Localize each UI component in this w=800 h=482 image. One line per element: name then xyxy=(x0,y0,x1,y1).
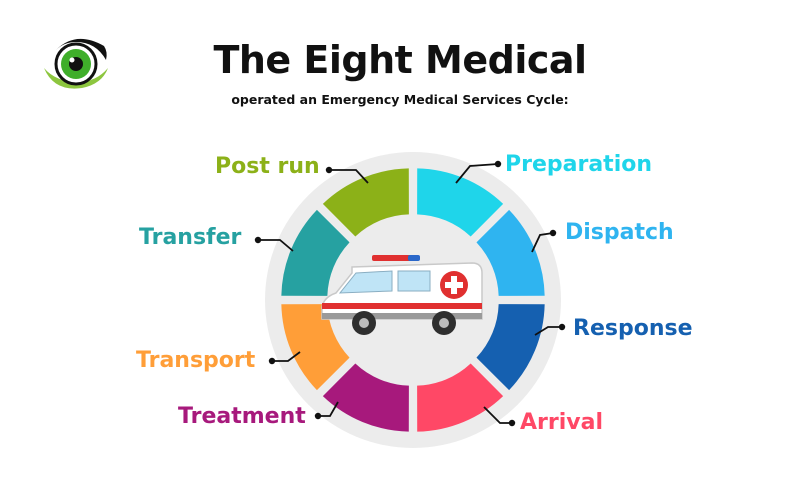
leader-dot-arrival xyxy=(508,419,516,427)
logo-brow xyxy=(56,38,107,60)
leader-dot-transport xyxy=(268,357,276,365)
ambulance-icon xyxy=(321,255,483,335)
leader-dot-preparation xyxy=(494,160,502,168)
page-title: The Eight Medical xyxy=(213,38,587,82)
wheel-segment-arrival xyxy=(417,363,504,432)
leader-dot-dispatch xyxy=(549,229,557,237)
leader-dot-response xyxy=(558,323,566,331)
stage-label-post-run: Post run xyxy=(215,154,320,179)
stage-label-transfer: Transfer xyxy=(139,225,242,250)
leader-dot-treatment xyxy=(314,412,322,420)
wheel-segments xyxy=(281,168,545,432)
leader-line-transport xyxy=(272,351,301,362)
wheel-segment-preparation xyxy=(417,168,504,237)
wheel-segment-dispatch xyxy=(476,209,545,296)
leader-line-post-run xyxy=(329,169,369,184)
page-subtitle: operated an Emergency Medical Services C… xyxy=(231,92,569,107)
wheel-segment-transport xyxy=(281,304,350,391)
eye-icon xyxy=(44,38,108,89)
leader-line-arrival xyxy=(483,406,512,424)
leader-line-transfer xyxy=(258,239,294,252)
stage-label-preparation: Preparation xyxy=(505,152,653,177)
logo-highlight xyxy=(69,57,75,63)
stage-label-response: Response xyxy=(573,316,693,341)
leader-dot-post-run xyxy=(325,166,333,174)
leader-dot-transfer xyxy=(254,236,262,244)
leader-line-dispatch xyxy=(531,232,554,253)
leader-line-preparation xyxy=(455,163,499,184)
label-leaders xyxy=(254,160,566,427)
logo-accent-swoosh xyxy=(44,68,108,89)
stage-label-treatment: Treatment xyxy=(178,404,306,429)
wheel-segment-treatment xyxy=(322,363,409,432)
leader-line-response xyxy=(534,326,562,336)
stage-label-arrival: Arrival xyxy=(520,410,603,435)
stage-label-transport: Transport xyxy=(136,348,256,373)
wheel-segment-post-run xyxy=(322,168,409,237)
wheel-segment-transfer xyxy=(281,209,350,296)
leader-line-treatment xyxy=(318,401,339,417)
wheel-segment-response xyxy=(476,304,545,391)
stage-label-dispatch: Dispatch xyxy=(565,220,674,245)
